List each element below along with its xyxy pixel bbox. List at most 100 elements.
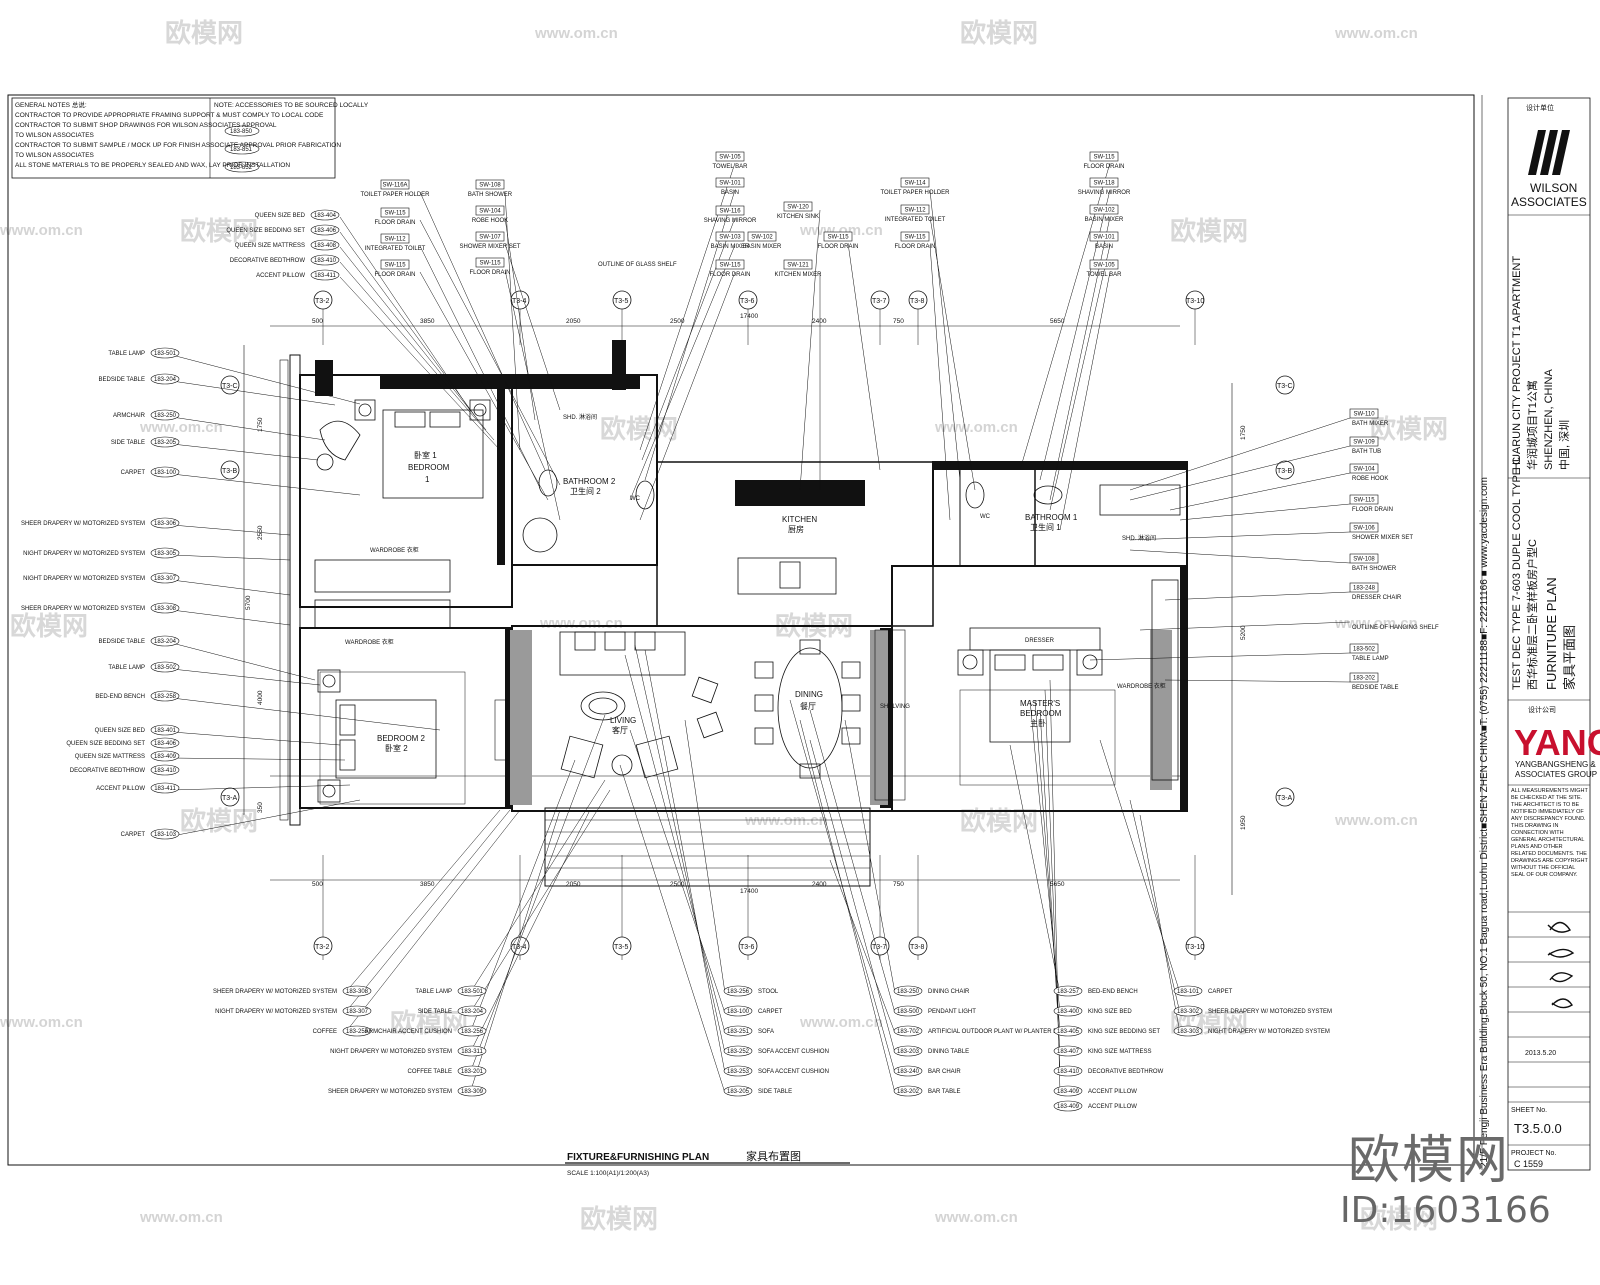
callout-description: FLOOR DRAIN — [374, 220, 415, 226]
washer — [522, 517, 558, 553]
callout-code-box — [1089, 151, 1119, 162]
callout-code-bubble — [893, 1025, 923, 1037]
callout-code: 183-410 — [154, 768, 177, 774]
callout-code-box — [783, 259, 813, 270]
callout-code: SW-118 — [1093, 181, 1115, 187]
callout-code: SW-115 — [384, 263, 406, 269]
callout-code-bubble — [150, 828, 180, 840]
callout-code: SW-108 — [479, 183, 501, 189]
watermarks: 欧模网 欧模网 www.om.cn www.om.cn 欧模网 欧模网 www.… — [0, 18, 1448, 1234]
callout-code-bubble — [893, 985, 923, 997]
sofa — [559, 631, 686, 676]
callout-code-bubble — [457, 1085, 487, 1097]
callout-code: SW-112 — [384, 237, 406, 243]
callout-code-bubble — [723, 1045, 753, 1057]
drawing-name: FURNITURE PLAN — [1544, 577, 1559, 690]
callout-code-box — [380, 207, 410, 218]
callout-code: 183-257 — [1057, 989, 1080, 995]
callout-code: 183-309 — [461, 1089, 484, 1095]
callout-code-bubble — [150, 547, 180, 559]
callout-description: INTEGRATED TOILET — [365, 246, 426, 252]
callout-description: TOWEL BAR — [712, 164, 748, 170]
callout-code: 183-307 — [154, 576, 177, 582]
callout-code: SW-102 — [751, 235, 773, 241]
callout-code-bubble — [342, 1025, 372, 1037]
callout: ARTIFICIAL OUTDOOR PLANT W/ PLANTER BOX1… — [893, 1025, 1066, 1037]
callout-code-bubble — [310, 209, 340, 221]
callout-code-bubble — [150, 373, 180, 385]
callout-description: QUEEN SIZE MATTRESS — [235, 243, 305, 249]
sheet-border — [7, 94, 1475, 1166]
callout-code-bubble — [723, 1005, 753, 1017]
plan-title: FIXTURE&FURNISHING PLAN — [567, 1152, 709, 1163]
project-number: C 1559 — [1514, 1159, 1543, 1169]
callout-description: SIDE TABLE — [111, 440, 145, 446]
grid-label: T3-8 — [910, 298, 925, 305]
callout-description: SHEER DRAPERY W/ MOTORIZED SYSTEM — [21, 521, 145, 527]
watermark-logo-text: 欧模网 — [1360, 1204, 1438, 1234]
room-label: 餐厅 — [800, 702, 816, 711]
toilet-2 — [538, 469, 558, 497]
room-label: SHD. 淋浴间 — [563, 413, 597, 421]
watermark-logo-text: 欧模网 — [180, 806, 258, 836]
project-name: 中国, 深圳 — [1558, 420, 1571, 470]
grid-label: T3-10 — [1186, 298, 1204, 305]
callout-code: 183-204 — [154, 639, 177, 645]
callout-description: BASIN MIXER — [743, 244, 782, 250]
project-name: HUARUN CITY PROJECT T1 APARTMENT — [1511, 256, 1523, 470]
callout-code: SW-115 — [1353, 498, 1375, 504]
dim-top: 17400 — [740, 313, 758, 320]
callout-description: ACCENT PILLOW — [96, 786, 145, 792]
callout-code: 183-400 — [1057, 1009, 1080, 1015]
callout-code-bubble — [150, 661, 180, 673]
callout-description: SHOWER MIXER SET — [1352, 535, 1413, 541]
callout-description: CARPET — [758, 1009, 783, 1015]
callout-description: TABLE LAMP — [108, 665, 145, 671]
callout-description: OUTLINE OF HANGING SHELF — [1352, 625, 1439, 631]
notes-title: GENERAL NOTES 总说: — [15, 100, 87, 109]
bed-2 — [335, 699, 437, 779]
callout-code-bubble — [893, 1045, 923, 1057]
callout-code-box — [715, 177, 745, 188]
callout-code-bubble — [893, 1005, 923, 1017]
dim-bottom: 17400 — [740, 888, 758, 895]
callout-code-bubble — [310, 269, 340, 281]
accessories-note: NOTE: ACCESSORIES TO BE SOURCED LOCALLY — [214, 102, 369, 109]
callout-code: SW-103 — [719, 235, 741, 241]
callout-description: FLOOR DRAIN — [469, 270, 510, 276]
callout-code: SW-115 — [904, 235, 926, 241]
callout-description: NIGHT DRAPERY W/ MOTORIZED SYSTEM — [330, 1049, 452, 1055]
dim-top: 2050 — [566, 318, 581, 325]
dim-top: 500 — [312, 318, 323, 325]
callout-description: ARMCHAIR — [113, 413, 146, 419]
watermark-logo-text: 欧模网 — [580, 1204, 658, 1234]
callout-description: BASIN MIXER — [1085, 217, 1124, 223]
callout-code: 183-404 — [314, 213, 337, 219]
callout-code: 183-410 — [314, 258, 337, 264]
shelving — [874, 629, 906, 801]
room-label: KITCHEN — [782, 515, 817, 524]
room-label: BEDROOM — [1020, 709, 1062, 718]
master-bed — [989, 649, 1071, 743]
callout-code: 183-406 — [154, 741, 177, 747]
callout-code: 183-502 — [1353, 647, 1376, 653]
callout-code: SW-115 — [384, 211, 406, 217]
